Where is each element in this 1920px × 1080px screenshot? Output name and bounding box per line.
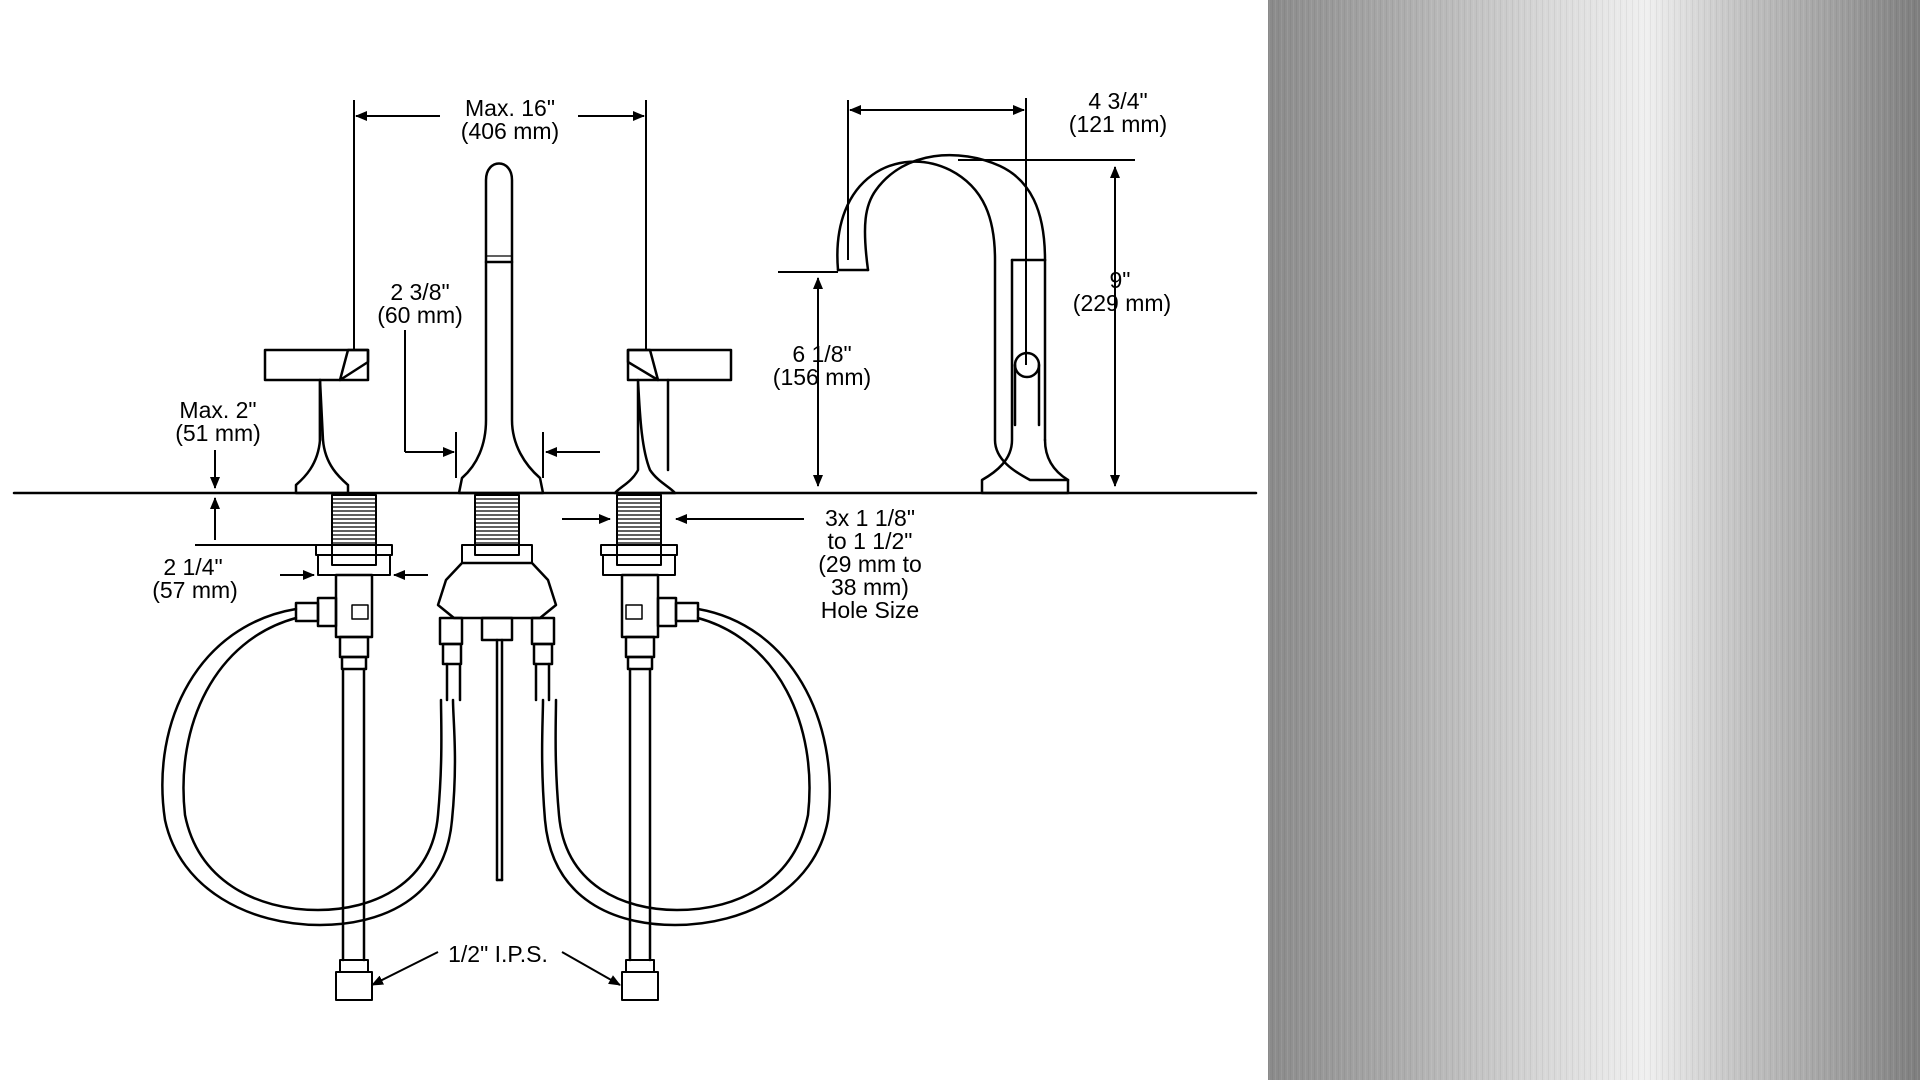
- spout-base-width-mm-label: (60 mm): [377, 302, 463, 328]
- center-spout-front: [457, 162, 545, 495]
- drawing-linework: [12, 153, 1258, 1001]
- shank-threads: [331, 498, 662, 544]
- supply-tubes: [341, 662, 652, 962]
- hose-loops: [161, 607, 831, 927]
- handle-base-mm-label: (57 mm): [152, 577, 238, 603]
- max-spread-label: Max. 16": [465, 95, 555, 121]
- handle-base-label: 2 1/4": [163, 554, 222, 580]
- hole-size-line-5: Hole Size: [821, 597, 919, 623]
- right-valve-body: [620, 573, 700, 671]
- threaded-shanks: [331, 494, 662, 566]
- max-spread-mm-label: (406 mm): [461, 118, 559, 144]
- hole-size-line-1: 3x 1 1/8": [825, 505, 915, 531]
- left-valve-body: [294, 573, 374, 671]
- max-deck-thickness-label: Max. 2": [179, 397, 256, 423]
- right-handle: [613, 348, 733, 495]
- supply-connection-label: 1/2" I.P.S.: [448, 941, 548, 967]
- dimension-labels: Max. 16" (406 mm) 4 3/4" (121 mm) 9" (22…: [152, 88, 1171, 967]
- hole-size-line-2: to 1 1/2": [828, 528, 913, 554]
- spout-height-label: 9": [1110, 267, 1131, 293]
- hole-size-line-3: (29 mm to: [818, 551, 922, 577]
- spout-base-width-label: 2 3/8": [390, 279, 449, 305]
- dimension-lines: [195, 98, 1135, 986]
- supply-fittings: [335, 959, 659, 1001]
- left-handle: [263, 348, 370, 495]
- side-spout-profile: [836, 153, 1070, 495]
- aerator-height-mm-label: (156 mm): [773, 364, 871, 390]
- max-deck-thickness-mm-label: (51 mm): [175, 420, 261, 446]
- finish-swatch: [1268, 0, 1920, 1080]
- mounting-nuts: [315, 544, 678, 576]
- spout-height-mm-label: (229 mm): [1073, 290, 1171, 316]
- spout-reach-mm-label: (121 mm): [1069, 111, 1167, 137]
- aerator-height-label: 6 1/8": [792, 341, 851, 367]
- center-manifold: [436, 561, 558, 882]
- hole-size-line-4: 38 mm): [831, 574, 909, 600]
- spout-reach-label: 4 3/4": [1088, 88, 1147, 114]
